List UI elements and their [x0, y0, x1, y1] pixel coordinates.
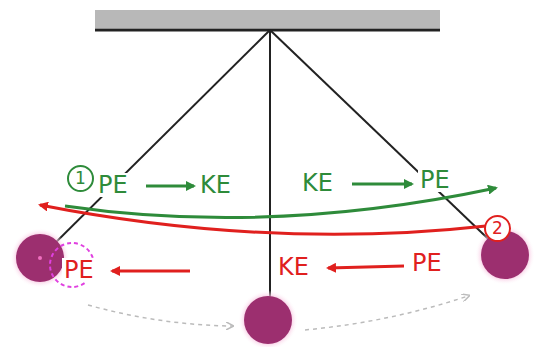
energy-label: KE — [300, 171, 335, 195]
string — [270, 30, 505, 255]
swing-path — [305, 296, 468, 330]
string — [269, 30, 271, 318]
conversion-arrow — [112, 270, 190, 273]
callout-number: 2 — [492, 220, 503, 237]
ceiling — [95, 10, 440, 28]
swing-arrow — [40, 205, 486, 234]
energy-label: PE — [96, 173, 130, 197]
energy-label: KE — [276, 255, 311, 279]
energy-label: PE — [62, 258, 96, 282]
energy-label: PE — [418, 168, 452, 192]
callout-circle: 1 — [67, 165, 94, 192]
conversion-arrow — [328, 266, 404, 268]
energy-label: PE — [410, 251, 444, 275]
swing-path — [88, 305, 232, 326]
callout-number: 1 — [75, 170, 86, 187]
swing-arrow — [65, 188, 496, 218]
bob-glow — [10, 228, 70, 288]
pendulum-bob — [244, 296, 292, 344]
conversion-arrow — [146, 185, 194, 188]
ceiling-edge — [95, 29, 440, 32]
dot — [38, 256, 42, 260]
conversion-arrow — [352, 183, 412, 186]
callout-circle: 2 — [484, 215, 511, 242]
energy-label: KE — [198, 173, 233, 197]
pendulum-bob — [16, 234, 64, 282]
bob-glow — [238, 290, 298, 347]
